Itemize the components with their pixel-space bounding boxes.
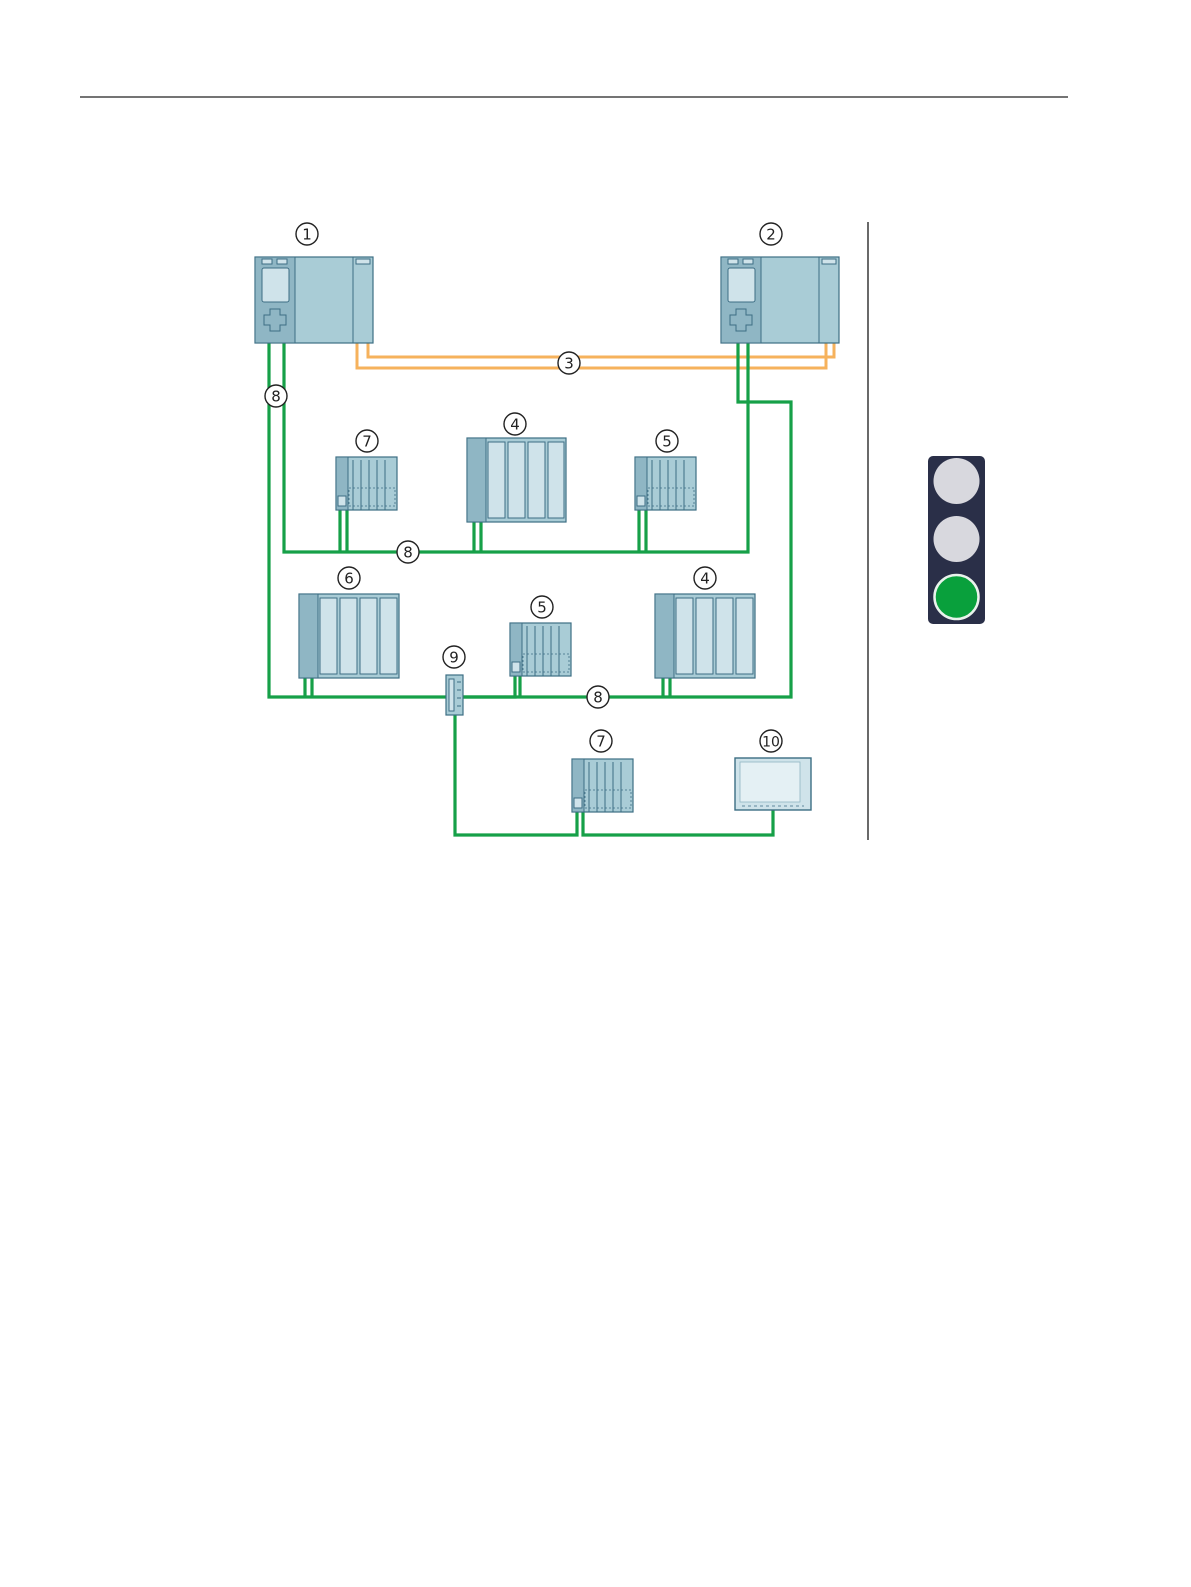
redundancy-link bbox=[357, 343, 834, 368]
io-device-4-upper bbox=[467, 438, 566, 522]
callout-6: 6 bbox=[338, 567, 360, 589]
svg-text:8: 8 bbox=[593, 689, 603, 707]
io-device-4-lower bbox=[655, 594, 755, 678]
callout-4-lower: 4 bbox=[694, 567, 716, 589]
callout-10: 10 bbox=[760, 730, 782, 752]
callout-9: 9 bbox=[443, 646, 465, 668]
lamp-middle bbox=[934, 516, 980, 562]
io-device-7-upper bbox=[336, 457, 397, 510]
callout-8-left: 8 bbox=[265, 385, 287, 407]
callout-8-lower: 8 bbox=[587, 686, 609, 708]
svg-text:8: 8 bbox=[271, 388, 281, 406]
callout-2: 2 bbox=[760, 223, 782, 245]
svg-text:4: 4 bbox=[510, 416, 520, 434]
cpu-1 bbox=[255, 257, 373, 343]
cpu-2 bbox=[721, 257, 839, 343]
svg-text:10: 10 bbox=[762, 735, 780, 751]
io-device-6 bbox=[299, 594, 399, 678]
svg-text:5: 5 bbox=[662, 433, 672, 451]
svg-text:7: 7 bbox=[362, 433, 372, 451]
traffic-light-icon bbox=[928, 456, 985, 624]
callout-1: 1 bbox=[296, 223, 318, 245]
switch-9 bbox=[446, 675, 463, 715]
hmi-panel-10 bbox=[735, 758, 811, 810]
svg-text:1: 1 bbox=[302, 226, 312, 244]
svg-text:9: 9 bbox=[449, 649, 459, 667]
svg-text:6: 6 bbox=[344, 570, 354, 588]
svg-text:7: 7 bbox=[596, 733, 606, 751]
svg-text:2: 2 bbox=[766, 226, 776, 244]
svg-text:3: 3 bbox=[564, 355, 574, 373]
callout-7-upper: 7 bbox=[356, 430, 378, 452]
callout-8-upper: 8 bbox=[397, 541, 419, 563]
io-device-7-lower bbox=[572, 759, 633, 812]
svg-text:5: 5 bbox=[537, 599, 547, 617]
callout-7-lower: 7 bbox=[590, 730, 612, 752]
callout-4-upper: 4 bbox=[504, 413, 526, 435]
io-device-5-upper bbox=[635, 457, 696, 510]
io-device-5-lower bbox=[510, 623, 571, 676]
callout-5-lower: 5 bbox=[531, 596, 553, 618]
svg-text:8: 8 bbox=[403, 544, 413, 562]
callout-5-upper: 5 bbox=[656, 430, 678, 452]
lamp-top bbox=[934, 458, 980, 504]
svg-text:4: 4 bbox=[700, 570, 710, 588]
lamp-bottom bbox=[935, 575, 979, 619]
callout-3: 3 bbox=[558, 352, 580, 374]
